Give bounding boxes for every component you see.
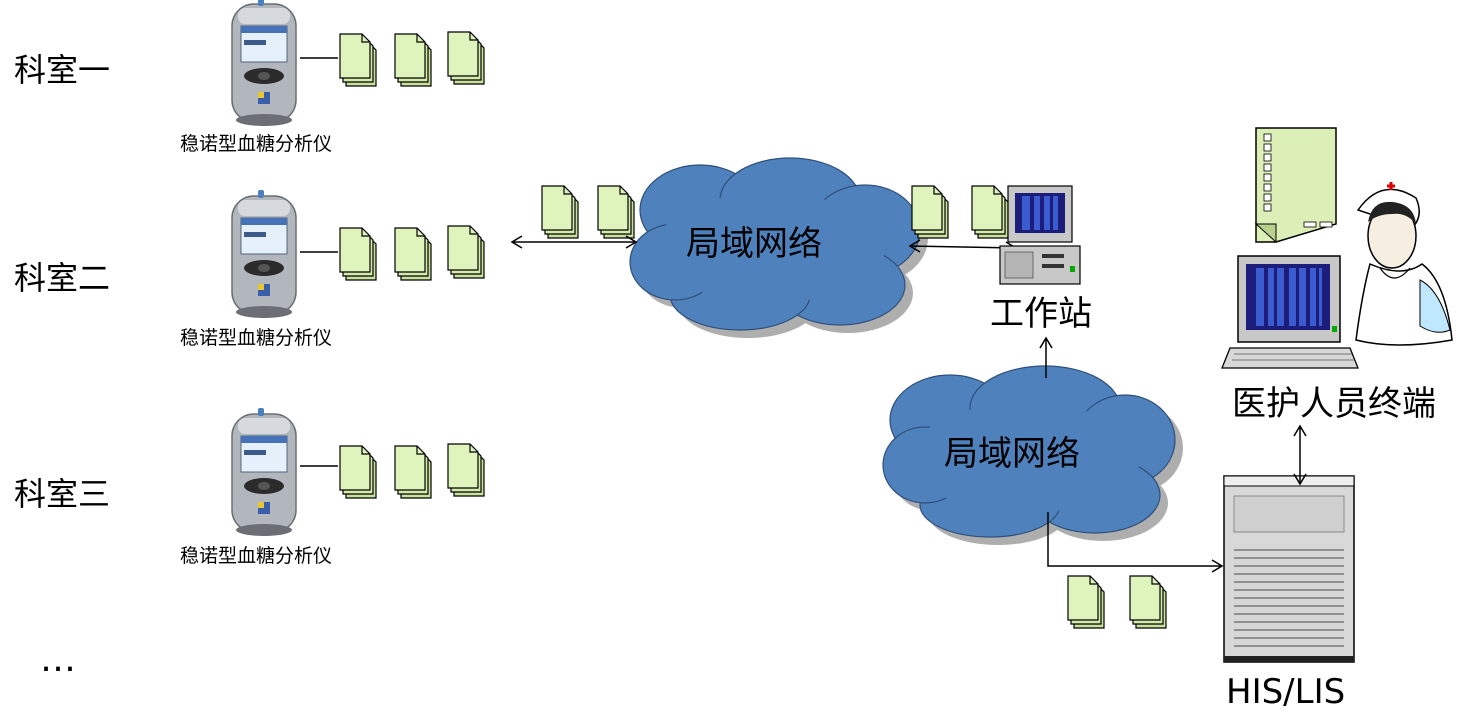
document-icon [394, 227, 432, 281]
dept-3-meter-group [231, 407, 485, 537]
server-label: HIS/LIS [1226, 672, 1346, 712]
arrow-cloud2-server [1047, 512, 1224, 573]
document-icon [447, 443, 485, 497]
terminal-computer-icon [1221, 255, 1359, 369]
arrow-cloud2-workstation [1039, 336, 1053, 378]
glucose-meter-icon [231, 407, 297, 537]
document-icon [1129, 575, 1167, 629]
nurse-icon [1355, 182, 1453, 346]
device-1-label: 稳诺型血糖分析仪 [180, 133, 333, 155]
network-cloud-2 [882, 365, 1183, 545]
arrow-server-terminal [1293, 424, 1307, 486]
dept-1-meter-group [231, 0, 485, 127]
network-cloud-2-label: 局域网络 [944, 434, 1080, 474]
document-icon [339, 227, 377, 281]
document-icon [971, 185, 1009, 239]
workstation-label: 工作站 [990, 294, 1092, 334]
document-icon [1067, 575, 1105, 629]
device-3-label: 稳诺型血糖分析仪 [180, 545, 333, 567]
workstation-computer-icon [999, 185, 1081, 285]
more-departments-ellipsis: … [40, 639, 80, 680]
document-icon [339, 445, 377, 499]
device-2-label: 稳诺型血糖分析仪 [180, 327, 333, 349]
network-cloud-1 [629, 157, 928, 338]
document-icon [447, 31, 485, 85]
document-icon [597, 185, 635, 239]
document-icon [394, 445, 432, 499]
glucose-meter-icon [231, 189, 297, 319]
report-document-icon [1254, 127, 1337, 244]
network-cloud-1-label: 局域网络 [686, 224, 822, 264]
medical-terminal-label: 医护人员终端 [1232, 384, 1436, 424]
server-icon [1223, 475, 1355, 663]
department-3-label: 科室三 [14, 475, 111, 513]
document-icon [911, 185, 949, 239]
department-1-label: 科室一 [14, 51, 111, 89]
document-icon [339, 33, 377, 87]
glucose-meter-icon [231, 0, 297, 127]
department-2-label: 科室二 [14, 259, 111, 297]
document-icon [541, 185, 579, 239]
document-icon [394, 33, 432, 87]
arrow-meters-cloud [510, 235, 638, 249]
document-icon [447, 225, 485, 279]
dept-2-meter-group [231, 189, 485, 319]
